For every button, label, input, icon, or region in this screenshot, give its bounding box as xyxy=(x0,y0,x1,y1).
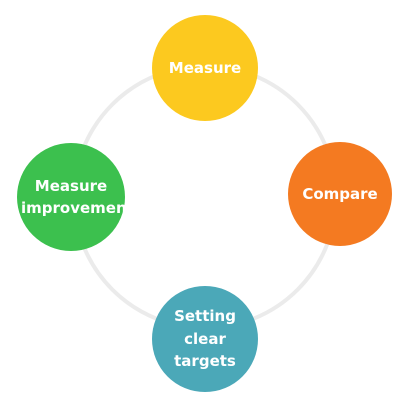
node-compare: Compare xyxy=(288,142,392,246)
node-measure: Measure xyxy=(152,15,258,121)
node-setting-clear-targets-label: Setting clear targets xyxy=(174,307,236,371)
node-measure-improvement: Measure improvement xyxy=(17,143,134,251)
node-compare-label: Compare xyxy=(302,184,378,203)
node-setting-clear-targets: Setting clear targets xyxy=(152,286,258,392)
node-measure-improvement-label: Measure improvement xyxy=(21,176,134,218)
node-measure-label: Measure xyxy=(168,58,242,77)
